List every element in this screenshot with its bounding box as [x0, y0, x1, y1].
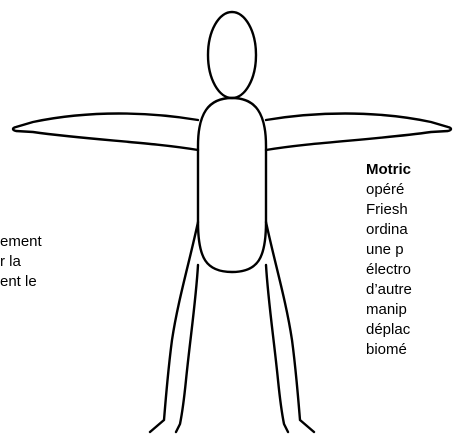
right-heading: Motric — [366, 160, 464, 180]
left-arm — [13, 114, 198, 151]
right-text-line: opéré — [366, 180, 464, 200]
right-text-line: électro — [366, 260, 464, 280]
left-text-line: ent le — [0, 272, 154, 292]
left-text-line: ement — [0, 232, 154, 252]
right-arm — [266, 114, 451, 151]
left-text-line: r la — [0, 252, 154, 272]
head — [208, 12, 256, 98]
right-text-line: manip — [366, 300, 464, 320]
right-text-line: une p — [366, 240, 464, 260]
right-text-line: biomé — [366, 340, 464, 360]
torso — [198, 98, 266, 272]
left-leg — [150, 222, 198, 432]
right-text-line: ordina — [366, 220, 464, 240]
right-text-line: d’autre — [366, 280, 464, 300]
right-leg — [266, 222, 314, 432]
right-text-line: déplac — [366, 320, 464, 340]
right-text-line: Friesh — [366, 200, 464, 220]
